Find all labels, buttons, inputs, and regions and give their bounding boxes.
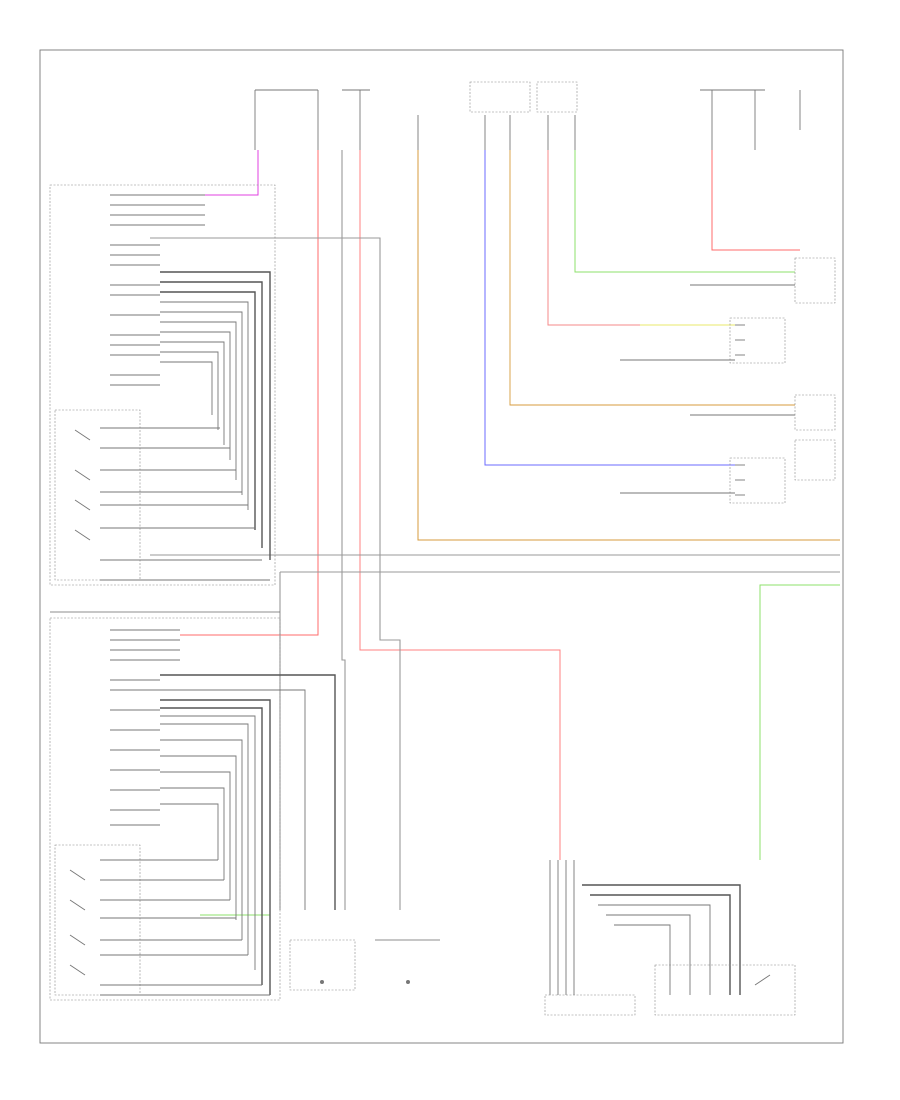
right-rear-door-module (375, 939, 440, 984)
right-headlamp-block (620, 317, 786, 364)
wire-gray-d (341, 150, 346, 910)
wire-red-right (711, 150, 800, 251)
left-tail-lamp-block (794, 439, 836, 481)
wire-green-top (574, 150, 795, 273)
driver-switch-block (49, 617, 336, 1001)
right-tail-lamp-block (794, 257, 836, 304)
wire-pink-top (150, 150, 259, 196)
wire-red-center (180, 150, 319, 636)
fuse-feed-group-right (469, 81, 801, 150)
wire-red-lower (359, 150, 561, 860)
passenger-switch-block (49, 184, 276, 586)
wire-light-red (547, 150, 735, 326)
diagram-frame (39, 49, 844, 1044)
left-rear-switch-module (544, 860, 741, 1016)
passenger-connector-rows (110, 194, 205, 386)
wire-orange-short (509, 150, 795, 406)
wire-orange-long (417, 150, 840, 541)
wire-blue (484, 150, 735, 466)
wire-green-lower (759, 584, 840, 860)
fuse-feed-group-left (254, 89, 419, 150)
left-headlamp-block (620, 457, 786, 504)
driver-switch-contacts (69, 859, 270, 996)
left-rear-door-module (289, 939, 356, 991)
right-front-lamp-block (794, 394, 836, 431)
wire-gray-a (150, 237, 401, 910)
left-rear-motor-module (654, 964, 796, 1016)
passenger-switch-contacts (74, 427, 270, 581)
driver-connector-rows (110, 629, 180, 826)
